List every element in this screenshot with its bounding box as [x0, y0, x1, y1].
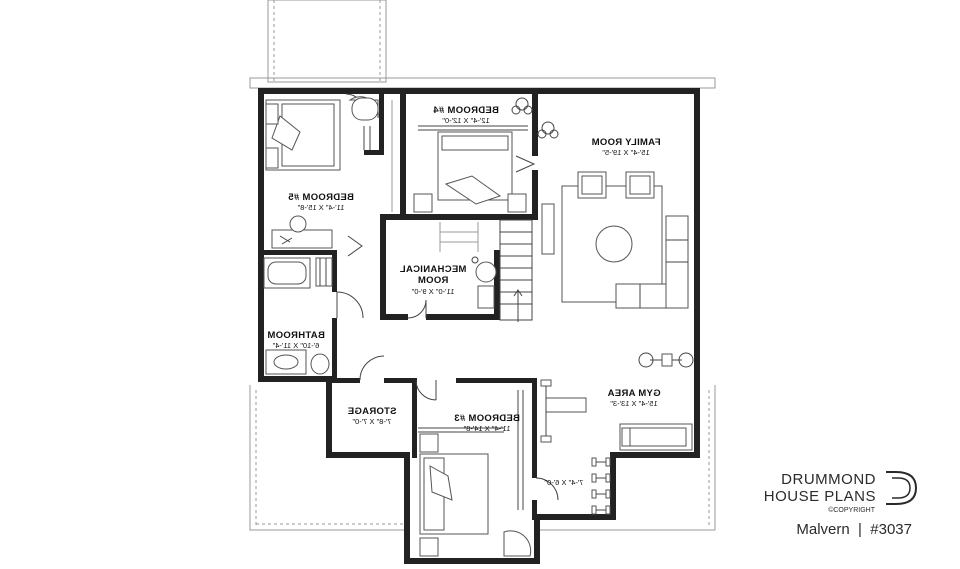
mechanical-dims: 11'-0" X 9'-0"	[411, 287, 454, 296]
family-room-dims: 15'-4" X 19'-5"	[602, 148, 650, 157]
bedroom4-dims: 12'-4" X 12'-0"	[442, 116, 490, 125]
gym-area-name: GYM AREA	[607, 388, 660, 399]
bathroom-fixtures	[263, 257, 333, 375]
bedroom5-name: BEDROOM #5	[288, 192, 354, 203]
plant-icon	[537, 121, 559, 139]
dumbbell-rack-icon	[591, 457, 611, 515]
family-room-furniture	[537, 121, 689, 309]
logo-mark-icon	[886, 471, 918, 505]
bedroom5-dims: 11'-4" X 15'-8"	[297, 203, 344, 212]
stairs	[439, 219, 533, 322]
room-labels: BEDROOM #5 11'-4" X 15'-8" BEDROOM #4 12…	[267, 105, 660, 487]
plan-label: Malvern | #3037	[796, 521, 912, 538]
storage-dims: 7'-8" X 7'-0"	[352, 417, 391, 426]
mechanical-name-1: MECHANICAL	[400, 264, 467, 275]
bedroom3-dims: 11'-4" X 14'-8"	[463, 424, 510, 433]
bedroom3-furniture	[419, 433, 532, 557]
gym-area-dims: 15'-4" X 13'-3"	[610, 399, 658, 408]
logo-line1: DRUMMOND	[781, 471, 876, 488]
storage-name: STORAGE	[348, 406, 397, 417]
bedroom4-furniture	[413, 97, 533, 213]
logo-copyright: ©COPYRIGHT	[828, 506, 875, 514]
plant-icon	[511, 97, 533, 115]
exercise-bike-icon	[638, 352, 694, 368]
bedroom4-name: BEDROOM #4	[433, 105, 499, 116]
bathroom-dims: 6'-10" X 11'-4"	[272, 341, 319, 350]
nook-dims: 7'-4" X 6'-0"	[544, 478, 583, 487]
bathroom-name: BATHROOM	[267, 330, 325, 341]
family-room-name: FAMILY ROOM	[591, 137, 660, 148]
bedroom5-furniture	[265, 96, 379, 249]
logo-line2: HOUSE PLANS	[764, 488, 876, 505]
walls	[258, 88, 700, 564]
drummond-logo: DRUMMOND HOUSE PLANS ©COPYRIGHT	[764, 471, 918, 514]
mechanical-name-2: ROOM	[418, 275, 449, 286]
doors	[336, 93, 559, 501]
closets	[363, 100, 528, 510]
bedroom3-name: BEDROOM #3	[454, 413, 520, 424]
mechanical-equipment	[471, 256, 497, 309]
exterior-outlines	[249, 0, 716, 531]
gym-equipment	[540, 352, 694, 515]
